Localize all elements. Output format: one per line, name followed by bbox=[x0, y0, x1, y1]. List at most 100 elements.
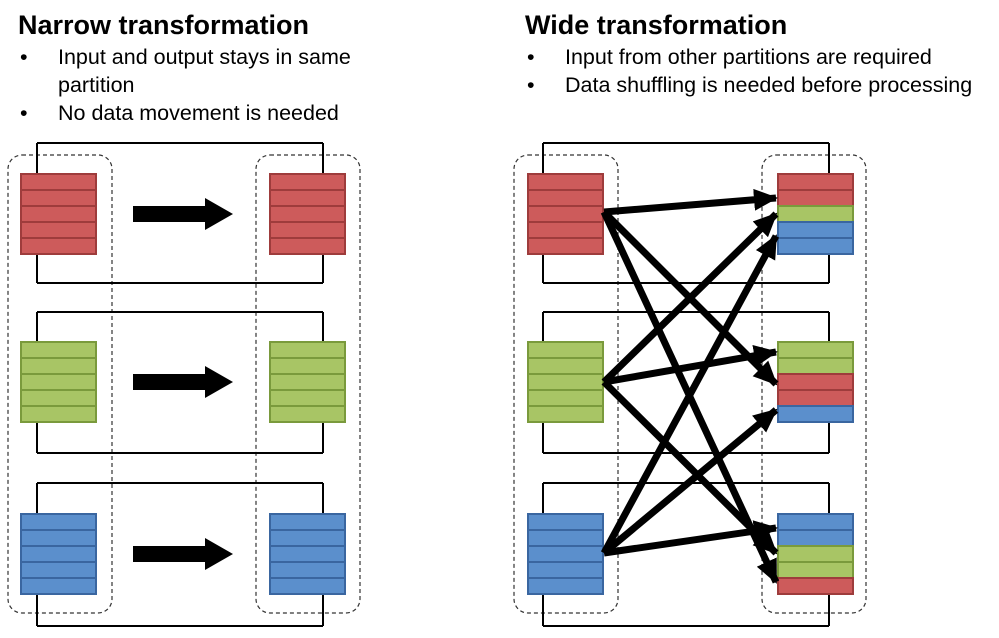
block-stripe bbox=[777, 373, 854, 391]
block-stripe bbox=[777, 405, 854, 423]
block-stripe bbox=[20, 357, 97, 375]
block-stripe bbox=[20, 373, 97, 391]
narrow-source-partition bbox=[7, 154, 113, 614]
block-stripe bbox=[20, 173, 97, 191]
block-stripe bbox=[527, 357, 604, 375]
narrow-source-block bbox=[20, 513, 97, 595]
block-stripe bbox=[527, 237, 604, 255]
narrow-arrow bbox=[133, 198, 233, 230]
bullet-dot: • bbox=[20, 101, 28, 125]
block-stripe bbox=[20, 221, 97, 239]
block-stripe bbox=[527, 373, 604, 391]
narrow-bullets: • Input and output stays in same partitio… bbox=[18, 43, 398, 127]
arrows bbox=[133, 188, 780, 584]
block-stripe bbox=[777, 341, 854, 359]
block-stripe bbox=[527, 529, 604, 547]
block-stripe bbox=[527, 389, 604, 407]
wide-bullets: • Input from other partitions are require… bbox=[525, 43, 985, 99]
block-stripe bbox=[527, 513, 604, 531]
block-stripe bbox=[527, 205, 604, 223]
narrow-target-block bbox=[269, 341, 346, 423]
block-stripe bbox=[20, 189, 97, 207]
block-stripe bbox=[777, 221, 854, 239]
wide-source-block bbox=[527, 341, 604, 423]
wide-target-block bbox=[777, 173, 854, 255]
block-stripe bbox=[269, 189, 346, 207]
block-stripe bbox=[269, 389, 346, 407]
wide-title: Wide transformation bbox=[525, 10, 788, 40]
narrow-source-block bbox=[20, 341, 97, 423]
block-stripe bbox=[20, 513, 97, 531]
narrow-target-block bbox=[269, 513, 346, 595]
shuffle-arrow bbox=[603, 188, 778, 216]
narrow-bullet-text: No data movement is needed bbox=[58, 101, 339, 125]
block-stripe bbox=[269, 561, 346, 579]
wide-bullet: • Input from other partitions are require… bbox=[525, 43, 985, 71]
block-stripe bbox=[20, 205, 97, 223]
wide-target-block bbox=[777, 513, 854, 595]
narrow-target-partition bbox=[255, 154, 361, 614]
bullet-dot: • bbox=[527, 45, 535, 69]
block-stripe bbox=[269, 341, 346, 359]
narrow-arrow bbox=[133, 538, 233, 570]
block-stripe bbox=[269, 405, 346, 423]
shuffle-arrow bbox=[601, 211, 779, 385]
shuffle-arrow bbox=[601, 407, 779, 556]
wide-bullet: •Data shuffling is needed before process… bbox=[525, 71, 985, 99]
block-stripe bbox=[269, 205, 346, 223]
block-stripe bbox=[20, 405, 97, 423]
wide-target-block bbox=[777, 341, 854, 423]
shuffle-arrow bbox=[603, 344, 778, 386]
block-stripe bbox=[20, 341, 97, 359]
block-stripe bbox=[777, 513, 854, 531]
block-stripe bbox=[527, 221, 604, 239]
block-stripe bbox=[527, 405, 604, 423]
block-stripe bbox=[777, 389, 854, 407]
block-stripe bbox=[20, 529, 97, 547]
bullet-dot: • bbox=[20, 45, 28, 69]
block-stripe bbox=[20, 237, 97, 255]
block-stripe bbox=[777, 561, 854, 579]
block-stripe bbox=[527, 173, 604, 191]
block-stripe bbox=[777, 237, 854, 255]
block-stripe bbox=[777, 173, 854, 191]
bullet-dot: • bbox=[527, 73, 535, 97]
block-stripe bbox=[527, 561, 604, 579]
block-stripe bbox=[269, 221, 346, 239]
narrow-bullet-text: Input and output stays in same partition bbox=[58, 45, 351, 97]
narrow-target-block bbox=[269, 173, 346, 255]
partition-blocks bbox=[20, 173, 854, 595]
block-stripe bbox=[269, 357, 346, 375]
block-stripe bbox=[527, 341, 604, 359]
block-stripe bbox=[269, 529, 346, 547]
shuffle-arrow bbox=[601, 379, 779, 556]
block-stripe bbox=[527, 577, 604, 595]
shuffle-arrow bbox=[603, 520, 778, 557]
block-stripe bbox=[777, 205, 854, 223]
block-stripe bbox=[269, 513, 346, 531]
block-stripe bbox=[20, 545, 97, 563]
narrow-source-block bbox=[20, 173, 97, 255]
block-stripe bbox=[527, 545, 604, 563]
block-stripe bbox=[269, 577, 346, 595]
wide-source-block bbox=[527, 173, 604, 255]
wide-source-partition bbox=[513, 154, 619, 614]
wide-source-block bbox=[527, 513, 604, 595]
narrow-arrow bbox=[133, 366, 233, 398]
narrow-bullet: • Input and output stays in same partitio… bbox=[18, 43, 398, 99]
narrow-bullet: • No data movement is needed bbox=[18, 99, 398, 127]
block-stripe bbox=[777, 529, 854, 547]
block-stripe bbox=[269, 173, 346, 191]
block-stripe bbox=[269, 237, 346, 255]
narrow-title: Narrow transformation bbox=[18, 10, 310, 40]
block-stripe bbox=[269, 373, 346, 391]
shuffle-arrow bbox=[600, 234, 780, 555]
block-stripe bbox=[527, 189, 604, 207]
block-stripe bbox=[777, 357, 854, 375]
block-stripe bbox=[777, 545, 854, 563]
block-stripe bbox=[269, 545, 346, 563]
block-stripe bbox=[777, 577, 854, 595]
wide-bullet-text: Input from other partitions are required bbox=[565, 45, 932, 69]
stage-frames bbox=[36, 142, 830, 627]
